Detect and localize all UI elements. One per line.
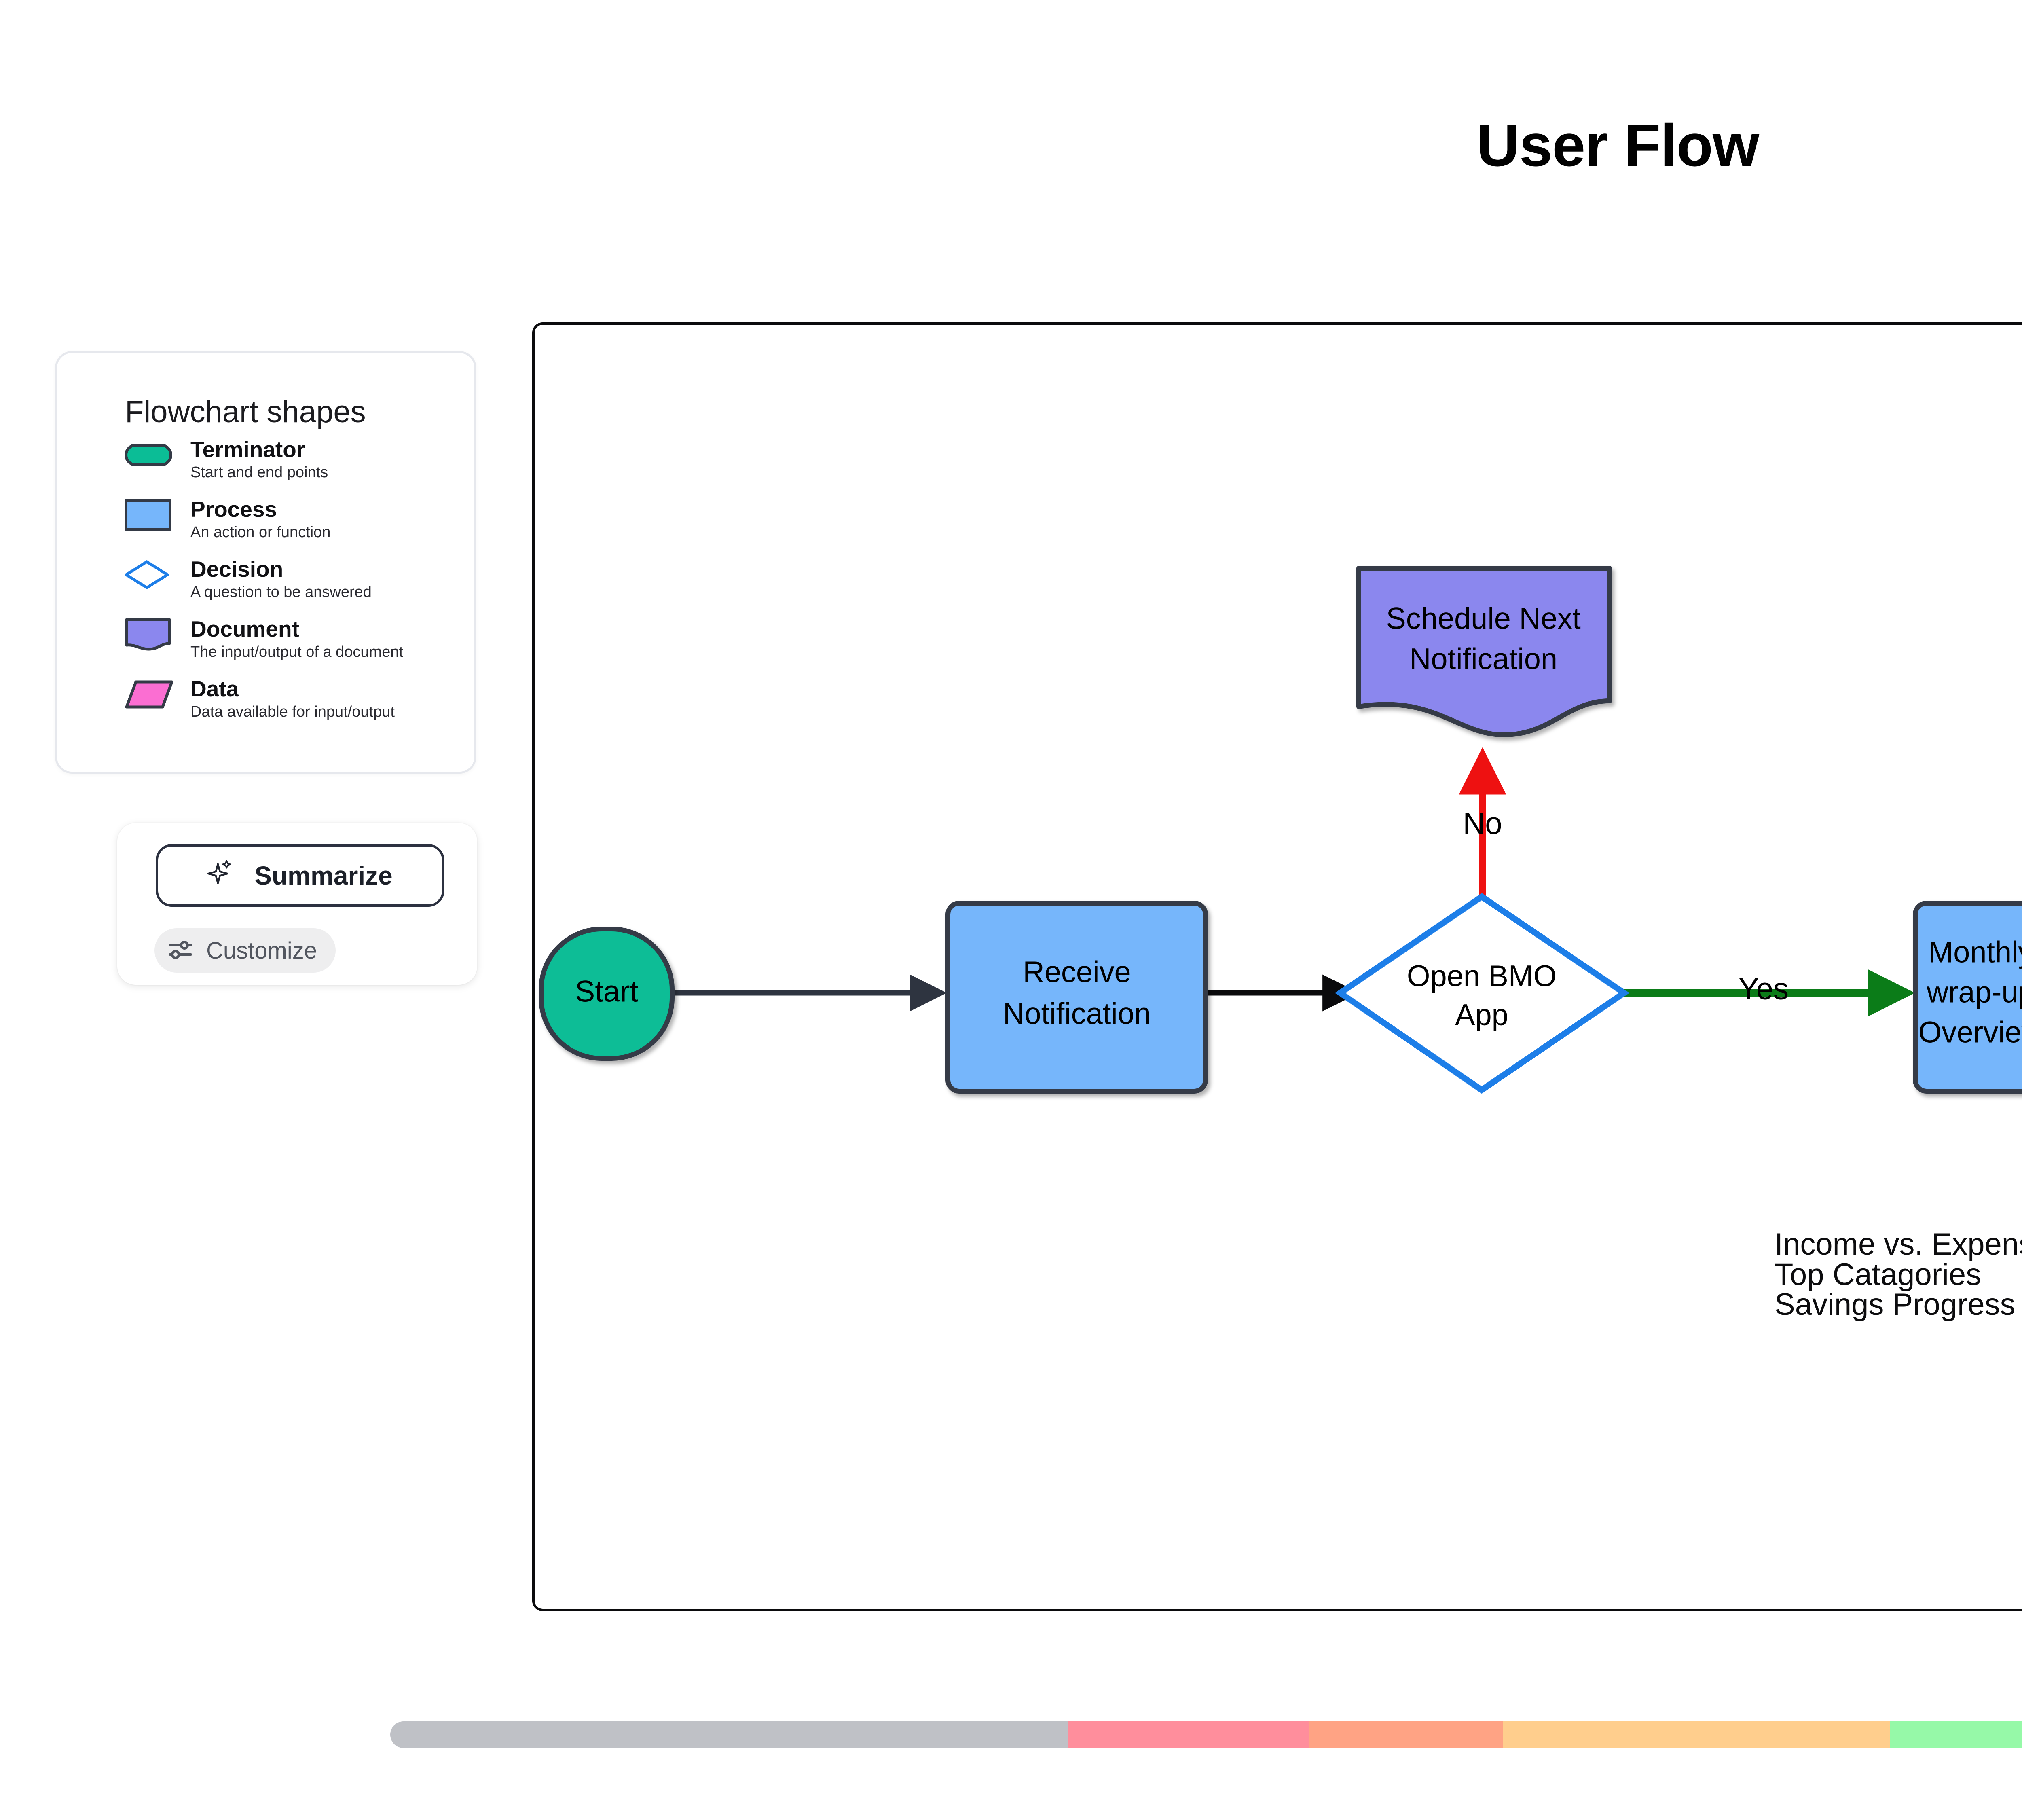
flow-node-label-line1: Receive	[1023, 955, 1131, 989]
summarize-label: Summarize	[254, 861, 393, 890]
edge-decision-to-overview: Yes	[1620, 969, 1915, 1017]
legend-item-desc: Start and end points	[190, 464, 328, 481]
data-shape-icon	[125, 680, 174, 709]
edge-label-yes: Yes	[1739, 972, 1789, 1006]
page-title: User Flow	[1476, 112, 1759, 179]
palette-segment[interactable]	[1502, 1721, 1890, 1748]
terminator-shape-icon	[125, 444, 172, 466]
flow-node-label-line2: Notification	[1409, 642, 1557, 676]
flow-node-label-line2: wrap-up	[1926, 976, 2022, 1009]
detail-line: Top Catagories	[1775, 1257, 1981, 1292]
legend-item-desc: The input/output of a document	[190, 643, 404, 660]
palette-segment[interactable]	[390, 1721, 729, 1748]
legend-item-desc: A question to be answered	[190, 584, 372, 601]
edge-label-no: No	[1463, 806, 1502, 841]
legend-item-document: Document The input/output of a document	[57, 616, 474, 675]
legend-item-name: Decision	[190, 557, 283, 582]
legend-item-terminator: Terminator Start and end points	[57, 436, 474, 495]
palette-segment[interactable]	[1067, 1721, 1309, 1748]
legend-item-desc: An action or function	[190, 524, 331, 541]
detail-line: Income vs. Expense	[1775, 1227, 2022, 1261]
palette-segment[interactable]	[1309, 1721, 1503, 1748]
legend-item-name: Document	[190, 616, 299, 641]
flow-node-open-bmo-app[interactable]: Open BMO App	[1335, 893, 1630, 1094]
legend-item-name: Process	[190, 497, 277, 522]
legend-item-desc: Data available for input/output	[190, 703, 395, 720]
flow-node-label-line1: Monthly	[1928, 935, 2022, 969]
flowchart-diagram: No Yes Start Receive Notification Open B…	[539, 566, 2022, 1322]
flow-node-label-line1: Open BMO	[1407, 959, 1557, 993]
legend-item-process: Process An action or function	[57, 496, 474, 555]
color-palette-bar[interactable]	[390, 1721, 2022, 1748]
palette-segment[interactable]	[1889, 1721, 2022, 1748]
flowchart-canvas[interactable]	[532, 322, 2022, 1611]
customize-button[interactable]: Customize	[154, 928, 336, 973]
flow-node-label-line2: Notification	[1003, 997, 1151, 1031]
process-shape-icon	[125, 499, 171, 531]
flow-node-start[interactable]: Start	[539, 927, 675, 1061]
detail-line: Savings Progress	[1775, 1287, 2016, 1322]
flow-node-label: Start	[575, 975, 639, 1008]
legend-title: Flowchart shapes	[125, 395, 366, 429]
ai-tools-panel: Summarize Customize	[117, 823, 477, 985]
flow-node-label-line1: Schedule Next	[1386, 602, 1581, 635]
flow-node-monthly-wrapup-overview[interactable]: Monthly wrap-up Overview	[1913, 901, 2022, 1094]
flow-node-label-line2: App	[1455, 998, 1508, 1032]
sparkle-icon	[207, 859, 237, 891]
overview-detail-list: Income vs. Expense Top Catagories Saving…	[1775, 1227, 2022, 1322]
palette-segment[interactable]	[729, 1721, 1068, 1748]
legend-item-name: Data	[190, 676, 239, 701]
flow-node-label-line3: Overview	[1918, 1016, 2022, 1049]
customize-label: Customize	[206, 937, 317, 964]
flow-node-receive-notification[interactable]: Receive Notification	[945, 901, 1208, 1094]
legend-item-name: Terminator	[190, 437, 305, 462]
document-shape-icon	[125, 618, 171, 652]
summarize-button[interactable]: Summarize	[156, 844, 444, 907]
legend-item-data: Data Data available for input/output	[57, 676, 474, 735]
sliders-icon	[168, 938, 192, 963]
decision-shape-icon	[123, 560, 170, 590]
flowchart-shapes-legend: Flowchart shapes Terminator Start and en…	[55, 351, 476, 774]
legend-item-decision: Decision A question to be answered	[57, 556, 474, 615]
flow-node-schedule-next-notification[interactable]: Schedule Next Notification	[1356, 566, 1612, 737]
